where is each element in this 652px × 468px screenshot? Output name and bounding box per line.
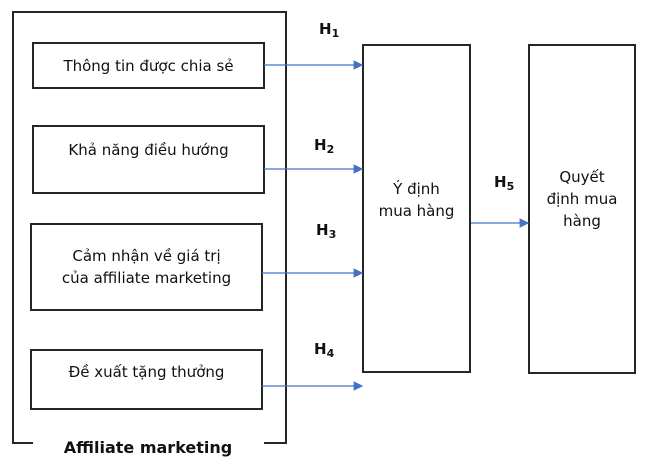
- affiliate-marketing-group: [12, 11, 287, 444]
- factor-label: Khả năng điều hướng: [68, 141, 229, 159]
- factor-label: Đề xuất tặng thưởng: [68, 363, 225, 381]
- purchase-decision-box: Quyết định mua hàng: [528, 44, 636, 374]
- factor-box-navigation: Khả năng điều hướng: [32, 125, 265, 194]
- decision-label: Quyết định mua hàng: [546, 168, 618, 230]
- purchase-intention-box: Ý định mua hàng: [362, 44, 471, 373]
- group-border: [12, 442, 33, 444]
- factor-label: Cảm nhận về giá trị của affiliate market…: [61, 247, 232, 287]
- factor-label: Thông tin được chia sẻ: [63, 56, 234, 75]
- group-label: Affiliate marketing: [63, 438, 233, 457]
- intention-label: Ý định mua hàng: [378, 180, 455, 220]
- hypothesis-label-h1: H1: [319, 20, 340, 40]
- hypothesis-label-h3: H3: [316, 221, 337, 241]
- factor-box-shared-info: Thông tin được chia sẻ: [32, 42, 265, 89]
- factor-box-perceived-value: Cảm nhận về giá trị của affiliate market…: [30, 223, 263, 311]
- hypothesis-label-h4: H4: [314, 340, 335, 360]
- hypothesis-label-h5: H5: [494, 173, 515, 193]
- hypothesis-label-h2: H2: [314, 136, 335, 156]
- factor-box-rewards: Đề xuất tặng thưởng: [30, 349, 263, 410]
- group-border: [264, 442, 287, 444]
